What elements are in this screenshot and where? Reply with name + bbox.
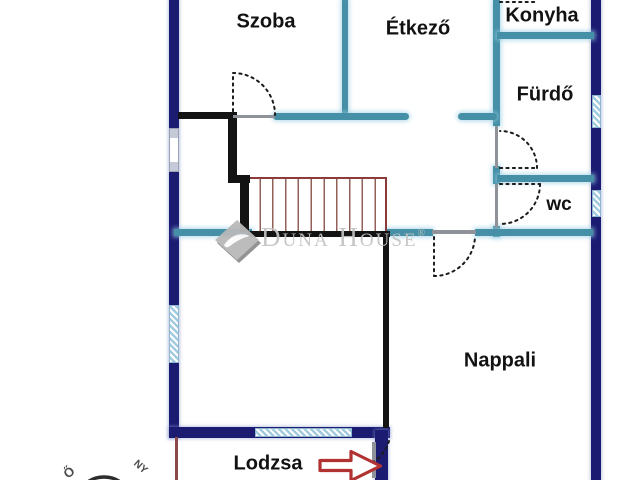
- room-label-szoba: Szoba: [236, 10, 296, 33]
- furdo-door-arc: [499, 130, 538, 169]
- compass-letter-right: NY: [131, 458, 150, 477]
- wall-furdo-wc-divider: [497, 175, 594, 182]
- wall-hall-bottom-mid: [386, 229, 433, 236]
- compass-rose-icon: Ő NY: [60, 458, 150, 480]
- szoba-door-sill: [233, 115, 275, 118]
- wall-hall-bottom-left: [174, 229, 252, 236]
- nappali-door-sill: [432, 230, 476, 234]
- wall-szoba-bottom: [178, 112, 235, 119]
- wall-stair-elbow-vertical: [228, 112, 237, 182]
- compass-letter-left: Ő: [60, 463, 77, 480]
- watermark-text: Duna House®: [261, 222, 425, 253]
- wall-nappali-left: [383, 231, 389, 428]
- wall-hall-divider-top: [493, 0, 500, 126]
- wall-etkezo-bottom-right: [458, 113, 497, 120]
- wc-door-sill: [495, 184, 498, 228]
- wall-outer-right: [591, 0, 601, 480]
- wall-hall-divider-mid: [493, 166, 500, 184]
- furdo-door-sill: [495, 126, 498, 168]
- lodzsa-open-edge: [175, 437, 178, 480]
- wall-outer-left: [169, 0, 179, 438]
- wall-szoba-etkezo-divider: [342, 0, 348, 116]
- wall-lodzsa-right: [375, 430, 388, 480]
- window-left-lower: [169, 305, 179, 363]
- room-label-etkezo: Étkező: [385, 17, 451, 40]
- window-bottom: [255, 428, 352, 437]
- wall-under-stairs: [248, 231, 390, 237]
- wall-etkezo-bottom-left: [273, 113, 409, 120]
- room-label-nappali: Nappali: [463, 349, 537, 372]
- window-right-furdo: [592, 95, 601, 128]
- room-label-lodzsa: Lodzsa: [233, 452, 303, 475]
- room-label-konyha: Konyha: [505, 4, 579, 27]
- wall-hall-bottom-right: [475, 229, 593, 236]
- wall-konyha-furdo-divider: [497, 32, 594, 39]
- room-label-furdo: Fürdő: [516, 83, 574, 106]
- nappali-door-arc: [433, 236, 476, 278]
- wc-door-arc: [499, 183, 541, 225]
- room-label-wc: wc: [546, 194, 572, 215]
- lodzsa-door-sill: [372, 442, 376, 478]
- watermark-diamond-logo: [215, 220, 261, 263]
- wall-stair-elbow-horizontal: [228, 175, 250, 183]
- wall-stair-left: [240, 175, 249, 232]
- szoba-door-arc: [232, 72, 276, 116]
- window-right-wc: [592, 190, 601, 217]
- watermark-registered-mark: ®: [417, 228, 426, 239]
- window-left-upper: [169, 128, 179, 172]
- staircase: [248, 177, 387, 231]
- watermark-brand: Duna House: [261, 222, 418, 252]
